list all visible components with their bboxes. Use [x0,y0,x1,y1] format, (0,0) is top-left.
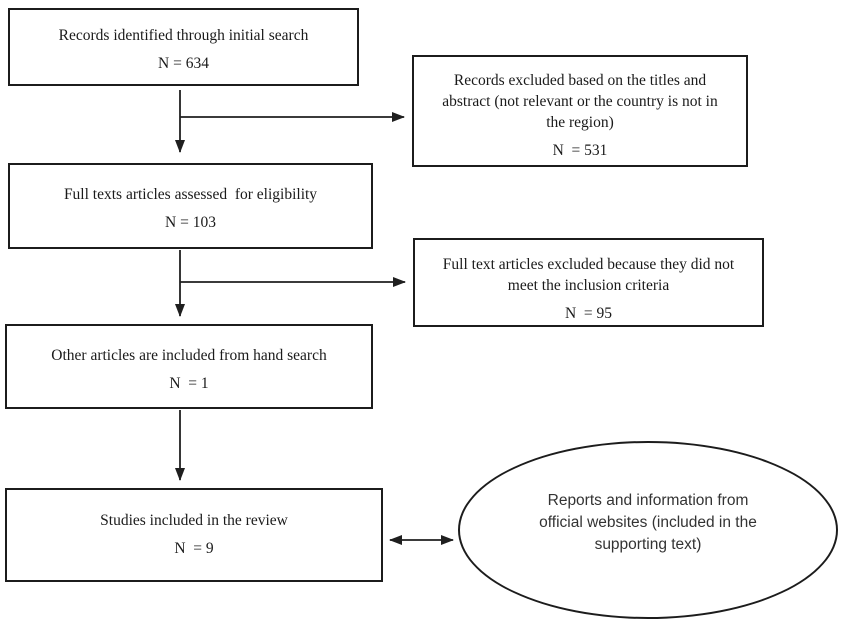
box-included-label: Studies included in the review [100,512,288,529]
ellipse-reports-official-websites: Reports and information from official we… [458,441,838,619]
box-hand-search-label: Other articles are included from hand se… [51,347,327,364]
box-full-text-assessed-count: N = 103 [165,214,216,231]
box-included: Studies included in the review N = 9 [5,488,383,582]
box-full-text-excluded-label: Full text articles excluded because they… [442,256,735,294]
box-records-excluded: Records excluded based on the titles and… [412,55,748,167]
box-full-text-assessed-label: Full texts articles assessed for eligibi… [63,186,318,203]
box-records-identified-label: Records identified through initial searc… [58,27,309,44]
box-records-identified: Records identified through initial searc… [8,8,359,86]
box-full-text-excluded: Full text articles excluded because they… [413,238,764,327]
ellipse-reports-label: Reports and information from official we… [539,492,757,553]
box-hand-search-count: N = 1 [169,375,209,392]
box-full-text-assessed: Full texts articles assessed for eligibi… [8,163,373,249]
box-records-excluded-label: Records excluded based on the titles and… [442,72,718,131]
box-full-text-excluded-count: N = 95 [564,305,613,322]
box-records-identified-count: N = 634 [158,55,209,72]
box-records-excluded-count: N = 531 [552,142,608,159]
box-hand-search: Other articles are included from hand se… [5,324,373,409]
box-included-count: N = 9 [174,540,214,557]
